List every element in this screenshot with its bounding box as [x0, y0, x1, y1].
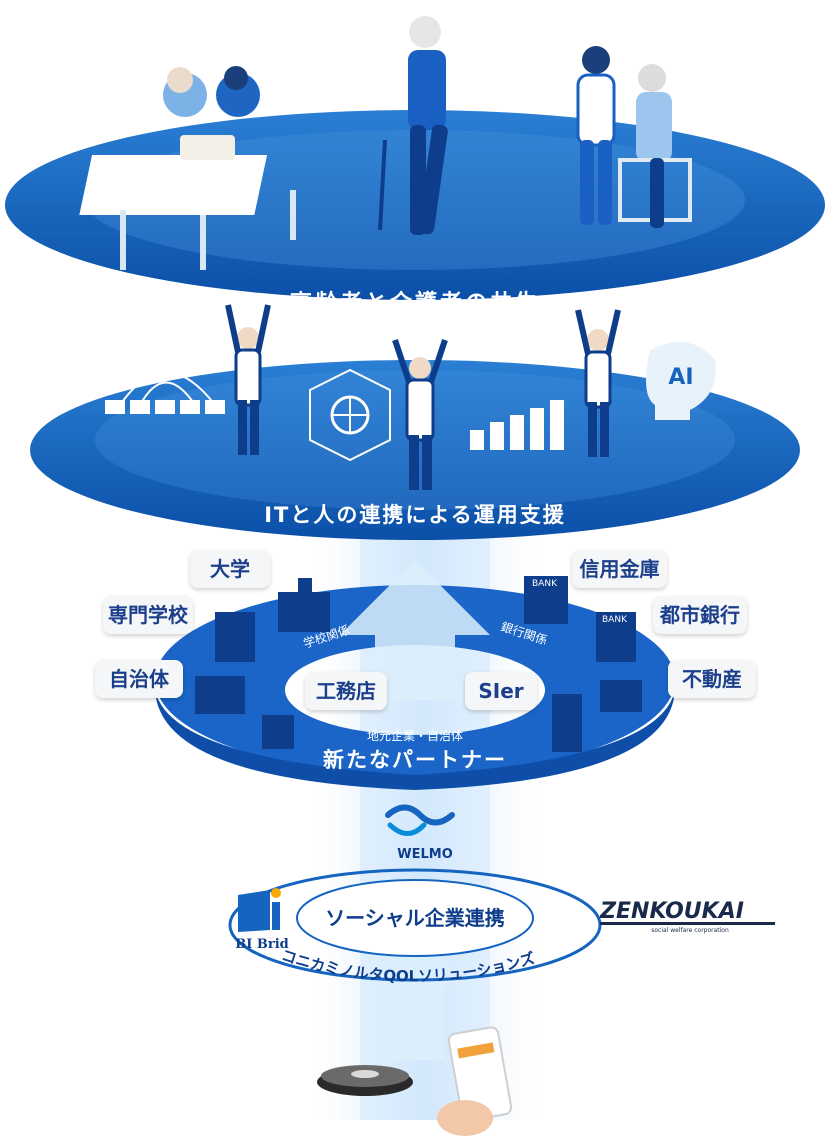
bubble-contractor: 工務店: [305, 672, 387, 710]
zenkoukai-underline: [600, 922, 775, 925]
social-tier-label: ソーシャル企業連携: [325, 906, 505, 930]
bibrid-logo-text: BI Brid: [235, 937, 288, 952]
small-shop-icon-left: [262, 715, 294, 749]
tower-building-icon: [552, 694, 582, 752]
bubble-university: 大学: [190, 550, 270, 588]
cloud-network-icon: [105, 334, 225, 414]
walking-senior-illustration: [378, 16, 448, 235]
meal-assistance-illustration: [79, 66, 296, 270]
ai-head-icon: AI: [646, 342, 716, 420]
walker-assistance-illustration: [576, 46, 692, 228]
town-hall-building-icon: [195, 676, 245, 714]
bubble-vocational-school: 専門学校: [103, 596, 193, 634]
supporter-figure-left: [225, 304, 271, 455]
bank-tag-1: BANK: [532, 579, 558, 589]
ring-label-local: 地元企業・自治体: [367, 728, 463, 743]
supporter-figure-right: [575, 309, 621, 457]
up-arrow-lower: [360, 935, 470, 1060]
bank-building-icon-2: [596, 612, 636, 662]
school-building-icon: [278, 578, 330, 632]
office-building-icon: [215, 612, 255, 662]
realestate-building-icon: [600, 680, 642, 712]
bank-building-icon-1: [524, 576, 568, 624]
bar-chart-icon: [470, 400, 564, 450]
bank-tag-2: BANK: [602, 615, 628, 625]
globe-network-icon: [309, 368, 391, 462]
bubble-real-estate: 不動産: [668, 660, 756, 698]
bubble-sier: SIer: [465, 672, 537, 710]
top-tier-label: 高齢者と介護者の共生: [290, 290, 540, 316]
partners-tier-label: 新たなパートナー: [323, 748, 507, 772]
zenkoukai-logo-text: ZENKOUKAI: [599, 899, 744, 924]
smartphone-illustration: [437, 1026, 513, 1136]
middle-tier-label: ITと人の連携による運用支援: [264, 503, 566, 527]
social-ring-inner: [296, 879, 534, 957]
zenkoukai-sub-text: social welfare corporation: [651, 927, 729, 934]
sensor-device-illustration: [317, 1065, 413, 1096]
supporter-figure-center: [392, 339, 448, 490]
up-arrow-upper: [340, 560, 490, 700]
welmo-logo: [385, 804, 455, 836]
bubble-city-bank: 都市銀行: [653, 596, 747, 634]
bubble-credit-union: 信用金庫: [572, 550, 667, 588]
svg-text:AI: AI: [668, 365, 693, 390]
bubble-local-government: 自治体: [95, 660, 183, 698]
welmo-logo-text: WELMO: [397, 847, 453, 862]
partner-ring-lower: [155, 690, 675, 790]
bibrid-logo: [238, 888, 281, 932]
